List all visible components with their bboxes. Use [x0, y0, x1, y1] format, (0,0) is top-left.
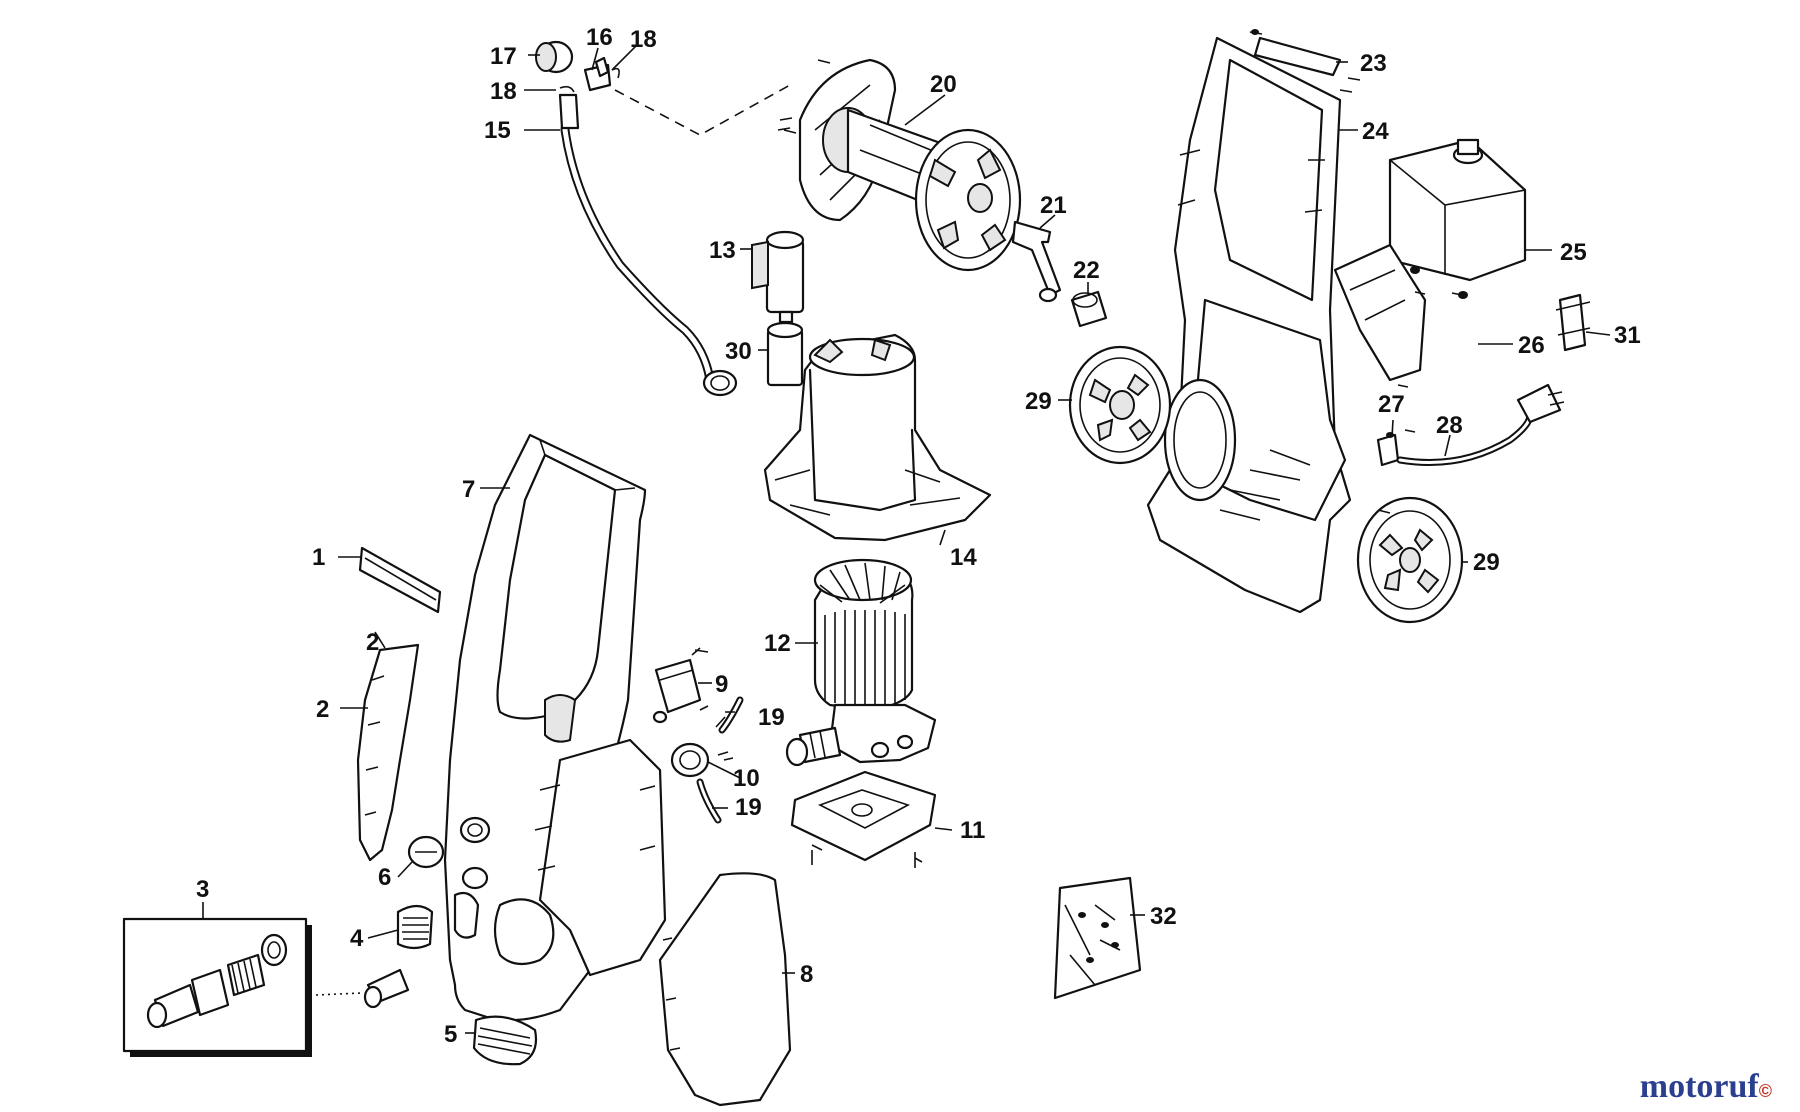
callout-12: 12 — [764, 630, 791, 657]
part-crank-handle[interactable] — [1011, 220, 1062, 303]
part-side-panel[interactable] — [658, 872, 792, 1107]
callout-29a: 29 — [1025, 388, 1052, 415]
callout-7: 7 — [462, 476, 475, 503]
part-screw-bag[interactable] — [1053, 876, 1142, 1000]
part-hose-reel[interactable] — [777, 58, 1022, 272]
callout-11: 11 — [960, 817, 985, 844]
part-wheel-left[interactable] — [1068, 345, 1172, 465]
part-knob[interactable] — [407, 835, 445, 869]
part-wheel-right[interactable] — [1356, 496, 1464, 624]
watermark-logo: motoruf© — [1640, 1068, 1772, 1106]
callout-17: 17 — [490, 43, 517, 70]
part-pump-head[interactable] — [785, 703, 937, 767]
part-sleeve[interactable] — [766, 321, 804, 387]
callout-8: 8 — [800, 961, 813, 988]
part-power-cable[interactable] — [1396, 383, 1565, 466]
part-handle-grip[interactable] — [358, 546, 442, 614]
callout-6: 6 — [378, 864, 391, 891]
part-motor-cover[interactable] — [763, 333, 992, 542]
callout-16: 16 — [586, 24, 613, 51]
callout-32: 32 — [1150, 903, 1177, 930]
callout-22: 22 — [1073, 257, 1100, 284]
callout-18a: 18 — [630, 26, 657, 53]
callout-29b: 29 — [1473, 549, 1500, 576]
part-coupling-set[interactable] — [535, 40, 791, 136]
callout-26: 26 — [1518, 332, 1545, 359]
callout-1: 1 — [312, 544, 325, 571]
callout-9: 9 — [715, 671, 728, 698]
part-tube-upper[interactable] — [718, 696, 744, 734]
part-inlet-connector-inset[interactable] — [122, 917, 410, 1057]
callout-labels: 1 2 2 3 4 5 6 7 8 9 10 11 12 13 14 15 16… — [196, 24, 1641, 1048]
callout-18b: 18 — [490, 78, 517, 105]
callout-4: 4 — [350, 925, 364, 952]
callout-25: 25 — [1560, 239, 1587, 266]
part-detergent-tank[interactable] — [1388, 138, 1527, 282]
part-loose-screws — [694, 59, 1463, 863]
part-rear-frame[interactable] — [1146, 36, 1352, 614]
callout-24: 24 — [1362, 118, 1389, 145]
callout-15: 15 — [484, 117, 511, 144]
callout-27: 27 — [1378, 391, 1405, 418]
callout-5: 5 — [444, 1021, 457, 1048]
part-side-cover[interactable] — [356, 643, 420, 862]
part-front-housing[interactable] — [443, 433, 667, 1022]
part-detergent-container[interactable] — [751, 230, 805, 324]
callout-19b: 19 — [735, 794, 762, 821]
part-hose[interactable] — [558, 93, 738, 397]
part-tube-lower[interactable] — [696, 778, 722, 824]
part-grille-lower[interactable] — [472, 1015, 538, 1066]
watermark-text: motoruf — [1639, 1068, 1759, 1105]
callout-30: 30 — [725, 338, 752, 365]
part-cable-clamp[interactable] — [1376, 432, 1400, 467]
callout-31: 31 — [1614, 322, 1641, 349]
part-clip[interactable] — [1555, 293, 1591, 352]
part-valve[interactable] — [670, 742, 729, 778]
part-tank-bracket[interactable] — [1333, 243, 1468, 382]
callout-23: 23 — [1360, 50, 1387, 77]
callout-2b: 2 — [366, 629, 379, 656]
callout-21: 21 — [1040, 192, 1067, 219]
part-crank-roller[interactable] — [1070, 290, 1108, 328]
part-handle-screws[interactable] — [1249, 29, 1361, 93]
watermark-suffix: © — [1758, 1081, 1772, 1101]
callout-3: 3 — [196, 876, 209, 903]
part-pressure-switch[interactable] — [652, 647, 709, 724]
part-grille-small[interactable] — [396, 904, 434, 950]
callout-10: 10 — [733, 765, 760, 792]
callout-28: 28 — [1436, 412, 1463, 439]
part-motor[interactable] — [813, 558, 914, 712]
part-base-plate[interactable] — [790, 770, 937, 868]
callout-19a: 19 — [758, 704, 785, 731]
leader-lines — [202, 44, 1611, 1034]
callout-13: 13 — [709, 237, 736, 264]
callout-20: 20 — [930, 71, 957, 98]
callout-2: 2 — [316, 696, 329, 723]
callout-14: 14 — [950, 544, 977, 571]
